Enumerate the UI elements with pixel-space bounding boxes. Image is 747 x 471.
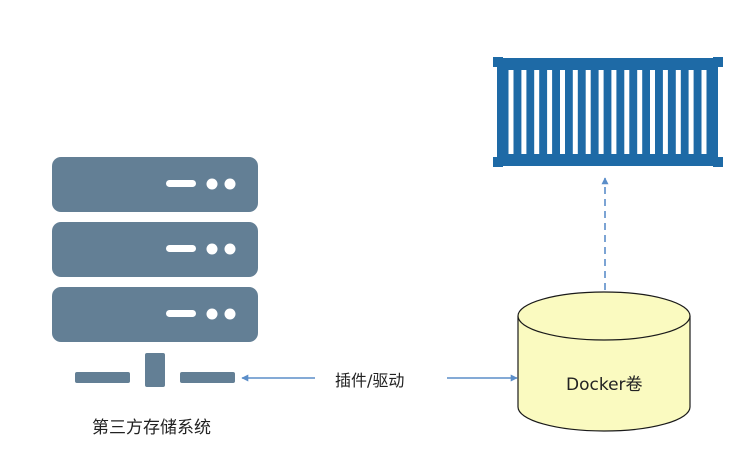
container-slat — [637, 70, 643, 154]
container-slat — [560, 70, 565, 154]
server-stack-icon — [52, 157, 258, 387]
container-slat — [547, 70, 553, 154]
container-slat — [662, 70, 668, 154]
docker-volume-label: Docker卷 — [566, 375, 643, 395]
container-slat — [701, 70, 707, 154]
storage-system-label: 第三方存储系统 — [92, 418, 211, 438]
plugin-driver-label: 插件/驱动 — [335, 371, 405, 390]
shipping-container-icon — [493, 57, 723, 167]
server-indicators — [166, 178, 236, 320]
container-slat — [534, 70, 540, 154]
container-slat — [508, 70, 514, 154]
container-slat — [521, 70, 527, 154]
container-slat — [688, 70, 694, 154]
container-slat — [585, 70, 591, 154]
cylinder-volume-icon — [517, 291, 691, 432]
container-slat — [598, 70, 604, 154]
container-slat — [611, 70, 617, 154]
container-slat — [675, 70, 681, 154]
container-slat — [650, 70, 655, 154]
container-slat — [572, 70, 578, 154]
container-slat — [624, 70, 630, 154]
